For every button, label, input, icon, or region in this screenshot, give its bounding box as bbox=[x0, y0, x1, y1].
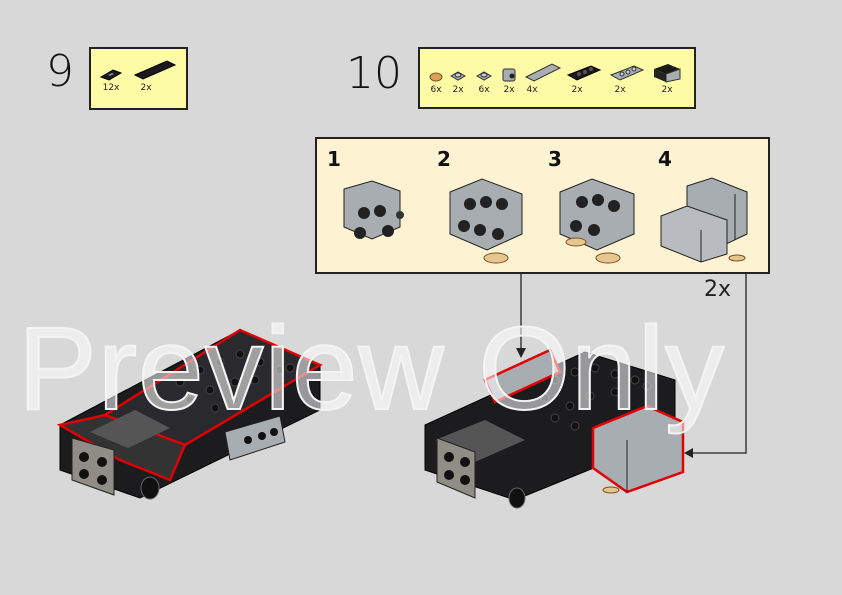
part-item: 2x bbox=[449, 69, 467, 95]
part-item: 2x bbox=[652, 61, 682, 95]
tan-round-tile-icon bbox=[429, 72, 443, 82]
gray-tile-long-icon bbox=[524, 63, 562, 82]
multiplier-label: 2x bbox=[704, 277, 732, 302]
substep-number: 2 bbox=[437, 147, 451, 171]
parts-list-step-9: 12x 2x bbox=[89, 47, 188, 110]
part-qty: 2x bbox=[452, 85, 464, 95]
gray-plate-icon bbox=[475, 71, 493, 81]
part-qty: 2x bbox=[661, 85, 673, 95]
step-number-10: 10 bbox=[346, 48, 402, 99]
black-tile-long-icon bbox=[133, 60, 177, 80]
part-qty: 12x bbox=[102, 83, 120, 93]
part-qty: 2x bbox=[571, 85, 583, 95]
gray-brick-studs-side-icon bbox=[654, 64, 681, 83]
part-item: 2x bbox=[501, 65, 517, 95]
part-item: 2x bbox=[133, 59, 177, 93]
substep-number: 3 bbox=[548, 147, 562, 171]
part-qty: 2x bbox=[140, 83, 152, 93]
gray-brick-stud-side-icon bbox=[502, 68, 516, 82]
part-item: 6x bbox=[475, 69, 493, 95]
gray-plate-icon bbox=[449, 71, 467, 81]
substep-4-assembly bbox=[660, 177, 748, 263]
part-item: 2x bbox=[609, 63, 645, 95]
step-10-model bbox=[424, 348, 685, 509]
black-tile-icon bbox=[99, 69, 123, 81]
part-qty: 6x bbox=[478, 85, 490, 95]
parts-list-step-10: 6x 2x 6x 2x 4x 2x 2x 2x bbox=[418, 47, 696, 109]
gray-plate-long-icon bbox=[609, 65, 645, 81]
part-item: 2x bbox=[566, 63, 602, 95]
step-9-model bbox=[56, 328, 323, 500]
substep-2-assembly bbox=[449, 178, 523, 264]
substep-3-assembly bbox=[559, 178, 635, 264]
part-item: 12x bbox=[99, 67, 123, 93]
black-plate-icon bbox=[566, 65, 602, 81]
substep-number: 4 bbox=[658, 147, 672, 171]
part-qty: 6x bbox=[430, 85, 442, 95]
part-item: 4x bbox=[524, 61, 562, 95]
part-qty: 4x bbox=[526, 85, 538, 95]
substep-1-assembly bbox=[343, 180, 404, 240]
part-qty: 2x bbox=[614, 85, 626, 95]
substeps-panel: 1 2 3 4 bbox=[315, 137, 770, 274]
substep-number: 1 bbox=[327, 147, 341, 171]
step-number-9: 9 bbox=[46, 46, 74, 97]
part-item: 6x bbox=[429, 71, 443, 95]
part-qty: 2x bbox=[503, 85, 515, 95]
